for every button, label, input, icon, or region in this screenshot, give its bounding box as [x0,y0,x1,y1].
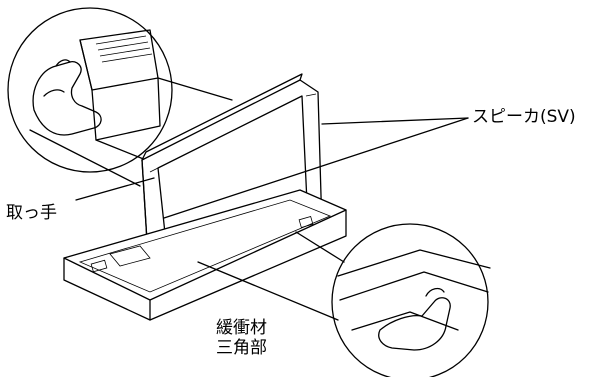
cushion-label: 緩衝材 三角部 [216,318,267,359]
cushion-label-line-2: 三角部 [216,338,267,359]
handle-label: 取っ手 [6,203,57,223]
zoom-connector-line [197,261,339,321]
bottom-right-zoom-circle [331,223,491,381]
top-left-zoom-circle [7,7,173,173]
handle-leader-line [75,177,155,201]
speaker-label: スピーカ(SV) [472,107,576,127]
speaker-leader-line-2 [163,117,469,219]
speaker-leader-line-1 [321,117,469,125]
cushion-label-line-1: 緩衝材 [216,318,267,338]
zoom-connector-line [29,129,141,187]
cushion-tray [63,189,347,321]
zoom-connector-line [295,231,345,263]
zoom-connector-line [157,77,233,101]
zoom-connector-line [95,139,147,161]
